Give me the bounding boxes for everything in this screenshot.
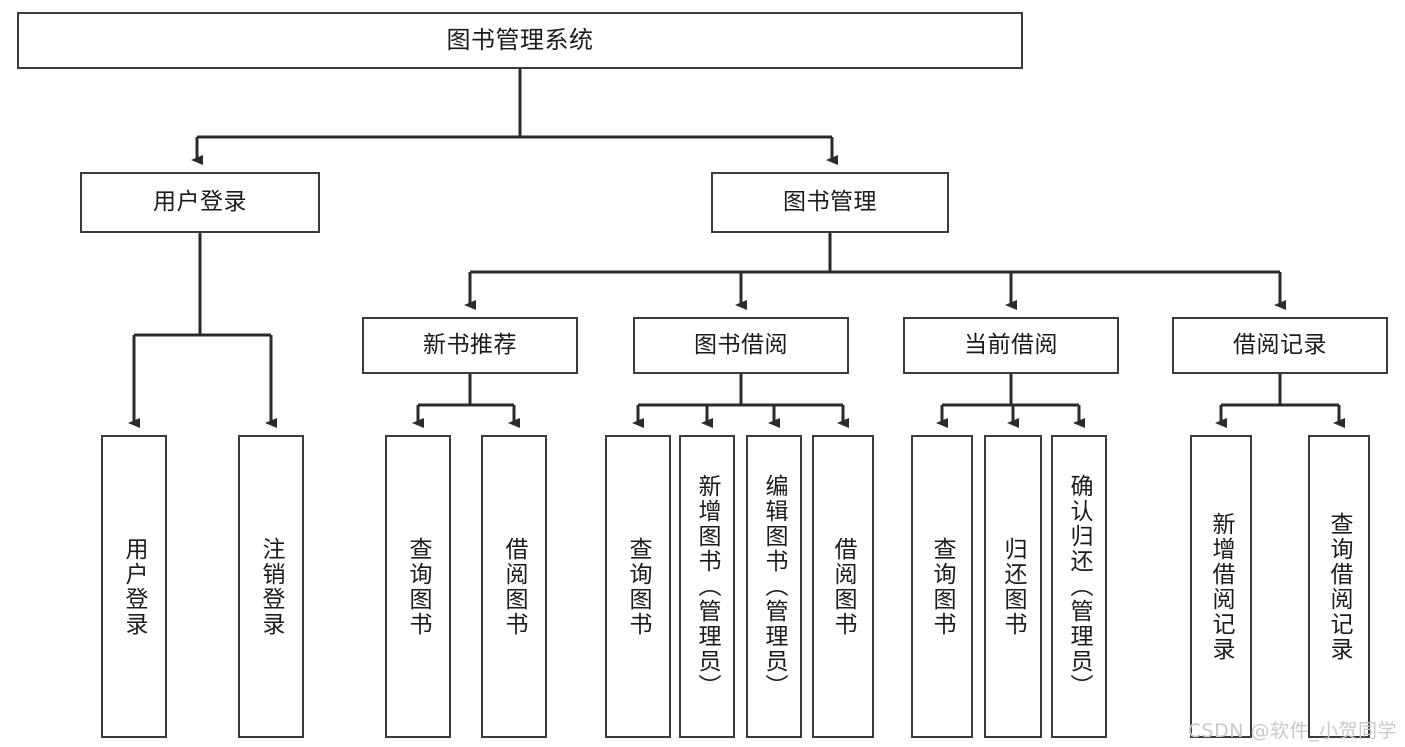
node-label: 用户登录 bbox=[153, 188, 247, 215]
leaf-user-login[interactable]: 用户登录 bbox=[101, 435, 167, 738]
leaf-add-borrow-record[interactable]: 新增借阅记录 bbox=[1190, 435, 1252, 738]
leaf-return-book[interactable]: 归还图书 bbox=[984, 435, 1042, 738]
leaf-label: 查询借阅记录 bbox=[1326, 511, 1353, 662]
leaf-label: 确认归还（管理员） bbox=[1066, 474, 1093, 699]
leaf-borrow-book-borrow[interactable]: 借阅图书 bbox=[812, 435, 874, 738]
leaf-confirm-return-admin[interactable]: 确认归还（管理员） bbox=[1051, 435, 1107, 738]
leaf-label: 借阅图书 bbox=[830, 536, 857, 637]
node-label: 当前借阅 bbox=[964, 331, 1058, 358]
leaf-query-book-current[interactable]: 查询图书 bbox=[911, 435, 973, 738]
leaf-label: 归还图书 bbox=[1000, 536, 1027, 637]
leaf-label: 新增借阅记录 bbox=[1208, 511, 1235, 662]
node-new-book-recommend[interactable]: 新书推荐 bbox=[362, 317, 578, 374]
node-borrow-record[interactable]: 借阅记录 bbox=[1172, 317, 1388, 374]
node-book-manage[interactable]: 图书管理 bbox=[711, 172, 949, 233]
node-user-login[interactable]: 用户登录 bbox=[80, 172, 320, 233]
leaf-edit-book-admin[interactable]: 编辑图书（管理员） bbox=[746, 435, 802, 738]
leaf-user-logout[interactable]: 注销登录 bbox=[238, 435, 304, 738]
leaf-borrow-book-recommend[interactable]: 借阅图书 bbox=[481, 435, 547, 738]
leaf-query-book-borrow[interactable]: 查询图书 bbox=[605, 435, 671, 738]
leaf-add-book-admin[interactable]: 新增图书（管理员） bbox=[679, 435, 735, 738]
node-label: 图书管理 bbox=[783, 188, 877, 215]
leaf-label: 查询图书 bbox=[405, 536, 432, 637]
node-label: 图书管理系统 bbox=[446, 26, 594, 55]
leaf-label: 注销登录 bbox=[258, 536, 285, 637]
node-label: 借阅记录 bbox=[1233, 331, 1327, 358]
leaf-label: 编辑图书（管理员） bbox=[761, 474, 788, 699]
node-label: 图书借阅 bbox=[694, 331, 788, 358]
leaf-label: 新增图书（管理员） bbox=[694, 474, 721, 699]
node-root-book-management-system[interactable]: 图书管理系统 bbox=[17, 12, 1023, 69]
leaf-query-borrow-record[interactable]: 查询借阅记录 bbox=[1308, 435, 1370, 738]
leaf-label: 用户登录 bbox=[121, 536, 148, 637]
node-label: 新书推荐 bbox=[423, 331, 517, 358]
leaf-label: 借阅图书 bbox=[501, 536, 528, 637]
node-current-borrow[interactable]: 当前借阅 bbox=[903, 317, 1119, 374]
leaf-query-book-recommend[interactable]: 查询图书 bbox=[385, 435, 451, 738]
node-book-borrow[interactable]: 图书借阅 bbox=[633, 317, 849, 374]
leaf-label: 查询图书 bbox=[929, 536, 956, 637]
leaf-label: 查询图书 bbox=[625, 536, 652, 637]
